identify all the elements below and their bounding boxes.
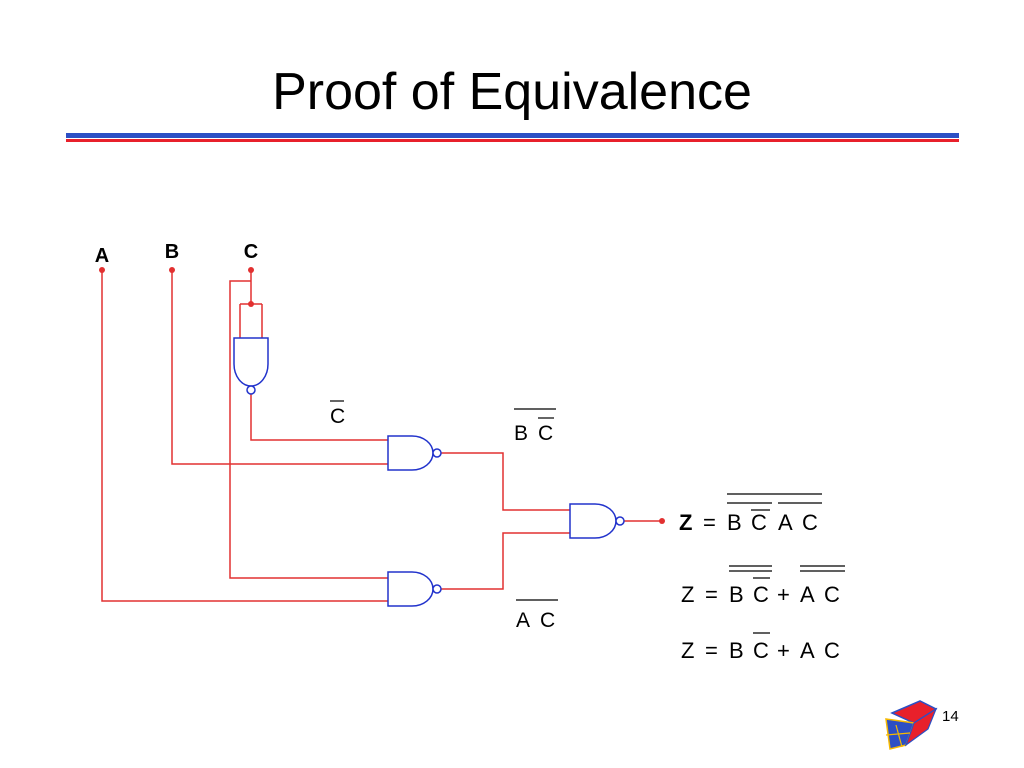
eq1-lhs: Z bbox=[679, 510, 692, 535]
inverter-bubble bbox=[246, 385, 256, 395]
nand-gate-1 bbox=[387, 435, 434, 471]
eq2-t4: C bbox=[824, 582, 840, 607]
eq2-t2: C bbox=[753, 582, 769, 607]
eq1-t4: C bbox=[802, 510, 818, 535]
equations: Z = B C A C Z = B C + A C bbox=[679, 493, 845, 663]
title-rule-blue bbox=[66, 133, 959, 138]
nand-gate-2 bbox=[569, 503, 617, 539]
eq3-t2: C bbox=[753, 638, 769, 663]
eq2-t1: B bbox=[729, 582, 744, 607]
label-bc-bar-b: B bbox=[514, 422, 528, 445]
equation-3: Z = B C + A C bbox=[681, 632, 840, 663]
dot-a bbox=[99, 267, 105, 273]
label-bc-bar-c: C bbox=[538, 422, 553, 445]
nand-gate-3 bbox=[387, 571, 434, 607]
dot-output bbox=[659, 518, 665, 524]
input-label-a: A bbox=[95, 245, 109, 267]
gate3-bubble bbox=[432, 584, 442, 594]
slide-title: Proof of Equivalence bbox=[272, 63, 752, 121]
equation-2: Z = B C + A C bbox=[681, 565, 845, 607]
eq2-op: + bbox=[777, 582, 790, 607]
equation-1: Z = B C A C bbox=[679, 493, 822, 535]
junction-dots bbox=[99, 267, 665, 524]
eq3-t3: A bbox=[800, 638, 815, 663]
gate2-bubble bbox=[615, 516, 625, 526]
dot-b bbox=[169, 267, 175, 273]
eq3-eq: = bbox=[705, 638, 718, 663]
wire-b bbox=[171, 270, 388, 465]
dot-c bbox=[248, 267, 254, 273]
title-rule-red bbox=[66, 139, 959, 142]
wire-ac-bar bbox=[440, 532, 570, 590]
eq1-eq: = bbox=[703, 510, 716, 535]
eq3-t1: B bbox=[729, 638, 744, 663]
label-ac-bar-a: A bbox=[516, 609, 530, 632]
nand-gate-inverter bbox=[233, 337, 269, 387]
eq2-eq: = bbox=[705, 582, 718, 607]
wire-bc-bar bbox=[440, 452, 570, 511]
wire-a bbox=[101, 270, 388, 602]
wires bbox=[101, 270, 662, 602]
wire-c-inverter-inputs bbox=[239, 303, 263, 338]
eq1-t1: B bbox=[727, 510, 742, 535]
eq2-t3: A bbox=[800, 582, 815, 607]
wire-c-to-gate3 bbox=[229, 280, 388, 579]
eq3-lhs: Z bbox=[681, 638, 694, 663]
label-ac-bar-c: C bbox=[540, 609, 555, 632]
page-number: 14 bbox=[942, 708, 959, 725]
label-c-bar: C bbox=[330, 405, 345, 428]
eq2-lhs: Z bbox=[681, 582, 694, 607]
signal-labels: C B C A C bbox=[330, 400, 558, 632]
gates bbox=[233, 337, 625, 607]
eq3-op: + bbox=[777, 638, 790, 663]
eq1-t3: A bbox=[778, 510, 793, 535]
input-label-c: C bbox=[244, 241, 258, 263]
gate1-bubble bbox=[432, 448, 442, 458]
eq3-t4: C bbox=[824, 638, 840, 663]
eq1-t2: C bbox=[751, 510, 767, 535]
dot-c-split bbox=[248, 301, 254, 307]
input-label-b: B bbox=[165, 241, 179, 263]
wire-c-bar bbox=[250, 394, 388, 441]
logo-icon bbox=[885, 700, 938, 750]
